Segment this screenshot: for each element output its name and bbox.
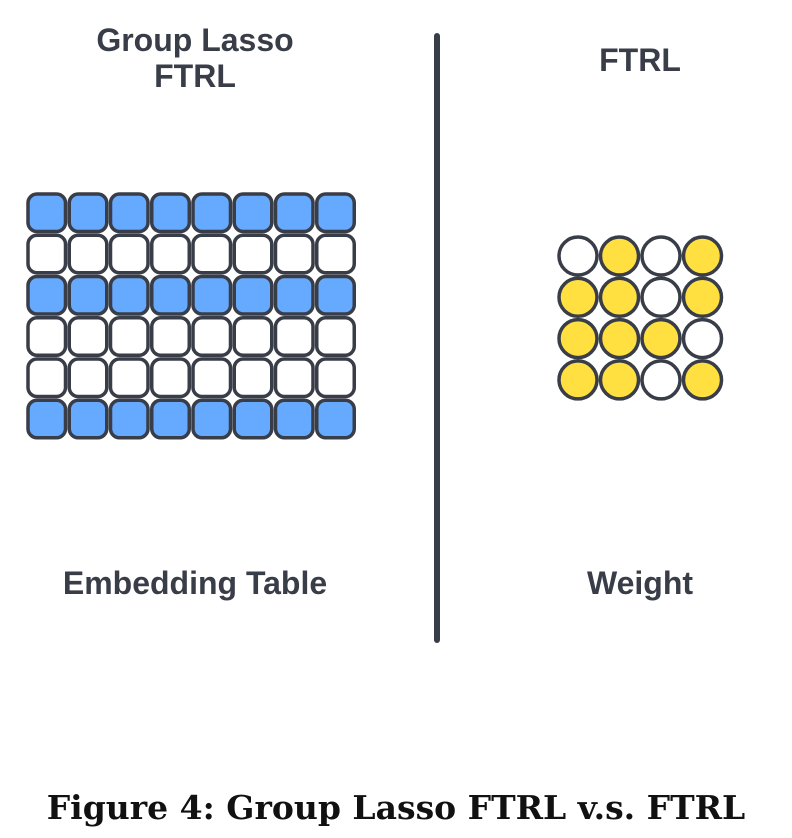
embedding-cell-filled [108, 398, 150, 440]
embedding-cell-empty [315, 357, 356, 399]
embedding-cell-filled [67, 274, 109, 316]
embedding-cell-filled [26, 398, 68, 440]
embedding-cell-empty [108, 233, 150, 275]
embedding-cell-empty [191, 316, 233, 357]
embedding-cell-filled [232, 398, 274, 440]
embedding-cell-filled [315, 398, 356, 440]
embedding-cell-filled [26, 274, 68, 316]
left-title-line2: FTRL [154, 58, 236, 94]
embedding-cell-filled [26, 192, 68, 234]
embedding-cell-filled [191, 398, 233, 440]
weight-cell-nonzero [681, 276, 724, 319]
embedding-cell-filled [150, 192, 191, 234]
weight-cell-nonzero [640, 317, 682, 360]
weight-label: Weight [586, 565, 694, 601]
weight-cell-nonzero [598, 317, 641, 360]
embedding-cell-filled [273, 274, 315, 316]
right-title: FTRL [599, 42, 681, 78]
embedding-cell-filled [191, 274, 233, 316]
embedding-cell-empty [108, 316, 150, 357]
embedding-cell-empty [315, 316, 356, 357]
embedding-cell-filled [273, 398, 315, 440]
embedding-cell-empty [191, 357, 233, 399]
embedding-cell-filled [232, 192, 274, 234]
weight-cell-nonzero [598, 235, 641, 277]
weight-cell-nonzero [557, 359, 599, 401]
embedding-cell-empty [67, 316, 109, 357]
embedding-cell-empty [315, 233, 356, 275]
embedding-cell-filled [67, 192, 109, 234]
embedding-cell-empty [150, 316, 191, 357]
embedding-cell-filled [315, 274, 356, 316]
embedding-cell-empty [26, 233, 68, 275]
embedding-cell-filled [108, 192, 150, 234]
embedding-cell-filled [150, 398, 191, 440]
embedding-cell-empty [232, 357, 274, 399]
embedding-cell-filled [150, 274, 191, 316]
weight-cell-nonzero [681, 359, 724, 401]
weight-cell-nonzero [557, 276, 599, 319]
embedding-cell-filled [315, 192, 356, 234]
weight-cell-zero [640, 359, 682, 401]
embedding-cell-filled [191, 192, 233, 234]
left-title: Group Lasso FTRL [40, 22, 350, 94]
weight-cell-nonzero [598, 359, 641, 401]
embedding-table-label: Embedding Table [62, 565, 328, 601]
weight-cell-zero [640, 235, 682, 277]
embedding-cell-filled [232, 274, 274, 316]
embedding-table-grid [26, 192, 356, 440]
embedding-cell-filled [67, 398, 109, 440]
embedding-cell-empty [67, 357, 109, 399]
embedding-cell-empty [273, 233, 315, 275]
embedding-cell-empty [67, 233, 109, 275]
embedding-cell-empty [26, 357, 68, 399]
embedding-cell-empty [232, 316, 274, 357]
embedding-cell-empty [150, 233, 191, 275]
embedding-cell-empty [232, 233, 274, 275]
embedding-cell-empty [273, 316, 315, 357]
embedding-cell-empty [273, 357, 315, 399]
embedding-cell-filled [108, 274, 150, 316]
weight-cell-zero [681, 317, 724, 360]
embedding-cell-empty [191, 233, 233, 275]
embedding-cell-empty [150, 357, 191, 399]
weight-cell-zero [557, 235, 599, 277]
weight-cell-nonzero [681, 235, 724, 277]
weight-cell-zero [640, 276, 682, 319]
embedding-cell-empty [26, 316, 68, 357]
weight-grid [557, 235, 724, 401]
left-title-line1: Group Lasso [96, 22, 294, 58]
figure-caption: Figure 4: Group Lasso FTRL v.s. FTRL [46, 788, 746, 827]
embedding-cell-filled [273, 192, 315, 234]
weight-cell-nonzero [557, 317, 599, 360]
weight-cell-nonzero [598, 276, 641, 319]
embedding-cell-empty [108, 357, 150, 399]
